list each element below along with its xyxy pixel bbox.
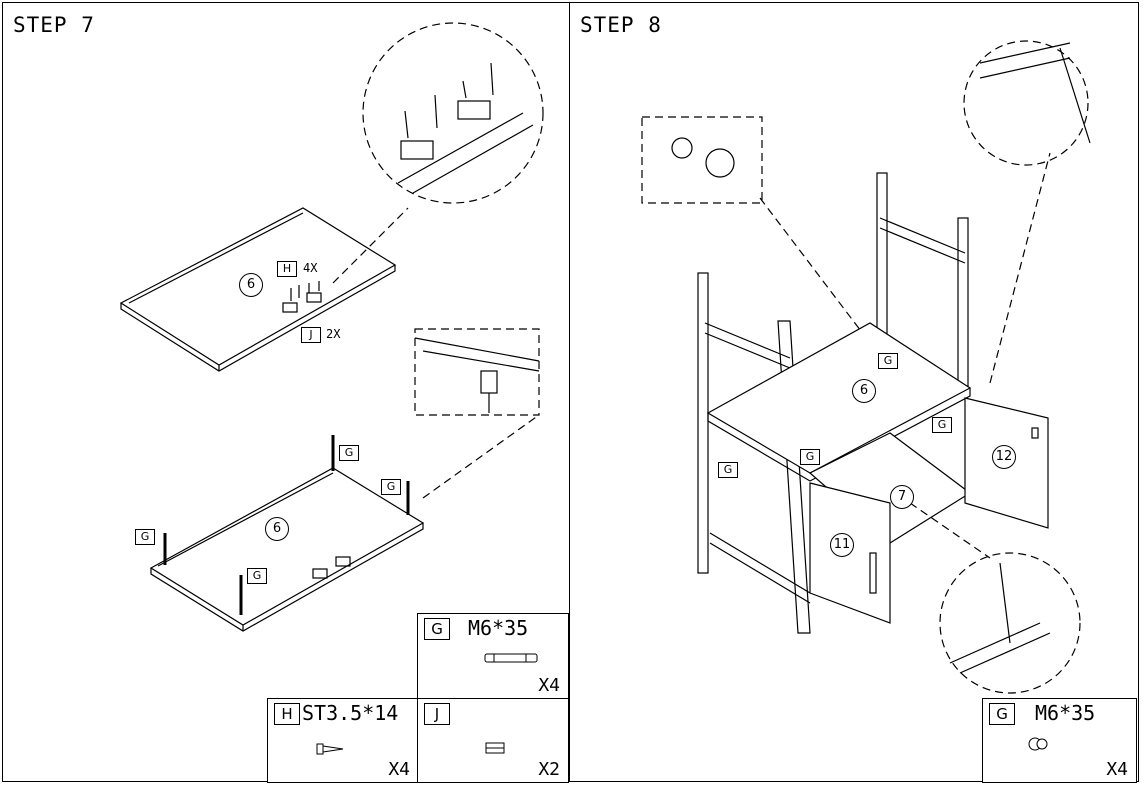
part-j-quantity: 2X bbox=[326, 327, 341, 341]
dowel-g-label-1: G bbox=[339, 445, 359, 461]
part-box-g-step8-code: G bbox=[989, 703, 1015, 725]
magnet-catch-icon bbox=[485, 742, 505, 754]
screw-icon bbox=[316, 743, 344, 755]
part-box-g-step8-spec: M6*35 bbox=[1035, 701, 1096, 725]
step-7-panel: STEP 7 bbox=[2, 2, 570, 783]
part-box-j: J X2 bbox=[417, 698, 569, 783]
step-7-title: STEP 7 bbox=[13, 13, 95, 37]
part-6-label: 6 bbox=[852, 379, 876, 403]
dowel-icon bbox=[484, 653, 538, 663]
part-box-g-qty: X4 bbox=[538, 675, 560, 696]
part-box-g: G M6*35 X4 bbox=[417, 613, 569, 699]
cam-lock-icon bbox=[1028, 737, 1048, 751]
bolt-g-label-3: G bbox=[800, 449, 820, 465]
part-box-j-qty: X2 bbox=[538, 759, 560, 780]
dowel-g-label-3: G bbox=[135, 529, 155, 545]
part-7-label: 7 bbox=[890, 485, 914, 509]
part-h-quantity: 4X bbox=[303, 261, 318, 275]
part-12-label: 12 bbox=[992, 445, 1016, 469]
part-box-h-qty: X4 bbox=[388, 759, 410, 780]
part-box-h: H ST3.5*14 X4 bbox=[267, 698, 419, 783]
part-box-j-code: J bbox=[424, 703, 450, 725]
step-8-title: STEP 8 bbox=[580, 13, 662, 37]
part-box-g-spec: M6*35 bbox=[468, 616, 529, 640]
step-8-illustration bbox=[641, 40, 1091, 694]
part-box-h-spec: ST3.5*14 bbox=[302, 701, 399, 725]
bolt-g-label-4: G bbox=[718, 462, 738, 478]
part-box-g-code: G bbox=[424, 618, 450, 640]
dowel-g-label-2: G bbox=[381, 479, 401, 495]
part-11-label: 11 bbox=[830, 533, 854, 557]
part-box-g-step8: G M6*35 X4 bbox=[982, 698, 1137, 783]
part-6-label-bottom: 6 bbox=[265, 517, 289, 541]
bolt-g-label-1: G bbox=[878, 353, 898, 369]
part-6-label-top: 6 bbox=[239, 273, 263, 297]
dowel-g-label-4: G bbox=[247, 568, 267, 584]
part-h-label: H bbox=[277, 261, 297, 277]
part-j-label: J bbox=[301, 327, 321, 343]
part-box-h-code: H bbox=[274, 703, 300, 725]
bolt-g-label-2: G bbox=[932, 417, 952, 433]
part-box-g-step8-qty: X4 bbox=[1106, 759, 1128, 780]
step-8-panel: STEP 8 bbox=[569, 2, 1139, 783]
